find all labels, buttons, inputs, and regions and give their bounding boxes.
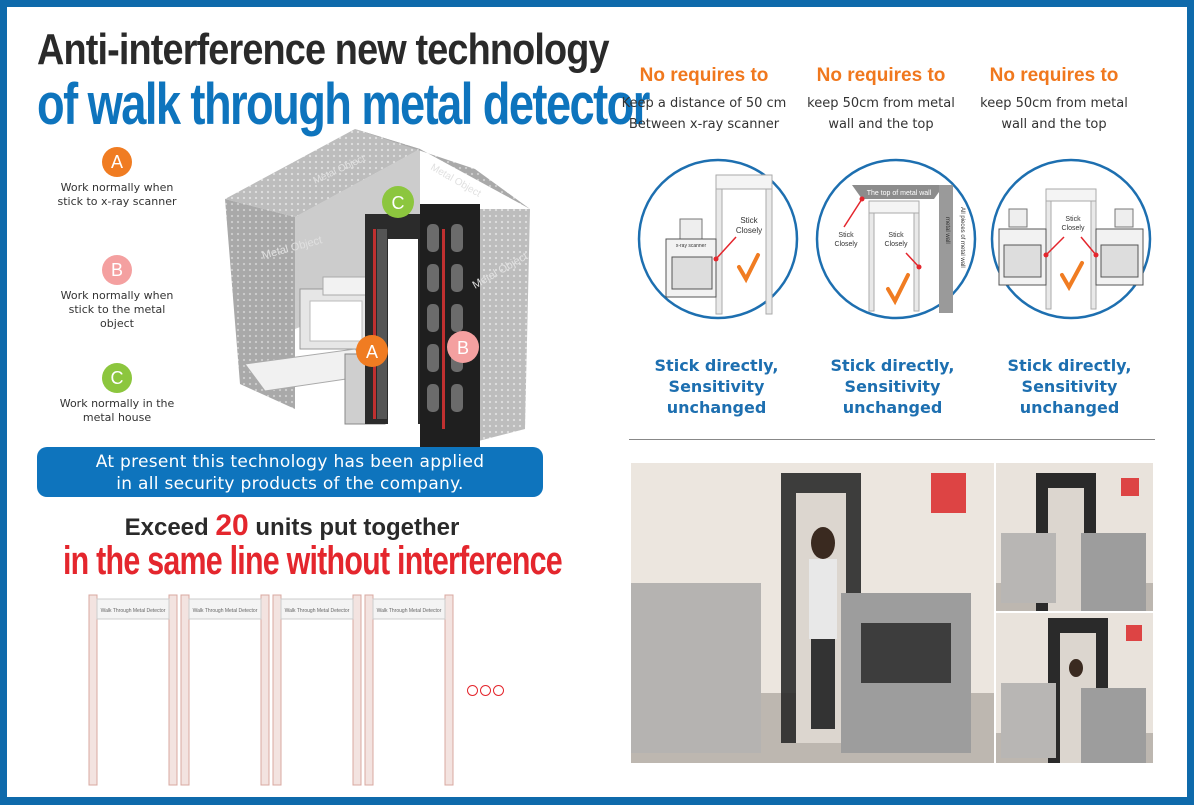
marker-c-label: C [392,193,405,213]
wall-left [225,199,295,409]
gates-row-illustration: Walk Through Metal Detector Walk Through… [88,594,454,786]
req-3-foot2: Sensitivity unchanged [1019,377,1120,417]
gate-2-label: Walk Through Metal Detector [193,608,258,614]
legend-b-circle: B [102,255,132,285]
req-1-line2: Between x-ray scanner [628,117,780,132]
legend-c-text: Work normally in the metal house [59,397,175,424]
divider [629,439,1155,440]
gate-3-label: Walk Through Metal Detector [285,608,350,614]
marker-b-label: B [457,338,469,358]
req-1-foot2: Sensitivity unchanged [666,377,767,417]
stick-label-2b: Stick [888,232,904,239]
legend-b-text: Work normally when stick to the metal ob… [60,289,174,330]
req-3-foot: Stick directly, Sensitivity unchanged [982,355,1157,418]
poster: Anti-interference new technology of walk… [7,7,1187,797]
req-1-text: Keep a distance of 50 cm Between x-ray s… [619,93,789,135]
req-1-head: No requires to [639,65,769,86]
req-3-line1: keep 50cm from metal [980,96,1128,111]
legend-c-circle: C [102,363,132,393]
dot-icon [493,685,504,696]
photo-main [631,463,994,763]
marker-a [356,335,388,367]
req-3-head: No requires to [989,65,1119,86]
closely-label-2b: Closely [885,241,908,248]
closely-label-2a: Closely [835,241,858,248]
check-icon [737,253,760,284]
legend-a-text: Work normally when stick to x-ray scanne… [57,181,177,208]
exceed-pre: Exceed [124,514,216,541]
legend-c: C Work normally in the metal house [52,363,182,425]
req-3-line2: wall and the top [1001,117,1107,132]
gate-1-label: Walk Through Metal Detector [101,608,166,614]
req-1-foot: Stick directly, Sensitivity unchanged [629,355,804,418]
closely-label-3: Closely [1062,225,1085,232]
stick-label: Stick [740,216,758,225]
exceed-line2: in the same line without interference [63,539,563,583]
stick-label-2a: Stick [838,232,854,239]
gate-4-label: Walk Through Metal Detector [377,608,442,614]
req-2-foot2: Sensitivity unchanged [842,377,943,417]
closely-label: Closely [736,226,762,235]
gate-2: Walk Through Metal Detector [180,594,270,786]
diagram-wall-stick: The top of metal wall metal wall All pie… [815,158,977,320]
photo-bottom-right [996,613,1153,763]
title-line2: of walk through metal detector [37,72,650,137]
legend-a-circle: A [102,147,132,177]
metal-wall-label: metal wall [944,217,950,244]
req-2-line1: keep 50cm from metal [807,96,955,111]
check-icon [1060,261,1084,292]
metal-house-illustration: Metal Object Metal Object Metal Object M… [225,129,530,447]
marker-b [447,331,479,363]
marker-a-label: A [366,342,378,362]
roof-left [225,129,420,217]
stick-label-3: Stick [1065,216,1081,223]
info-banner: At present this technology has been appl… [37,447,543,497]
dot-icon [480,685,491,696]
req-2-foot: Stick directly, Sensitivity unchanged [805,355,980,418]
diagram-double-xray: Stick Closely [990,158,1152,320]
gate-1: Walk Through Metal Detector [88,594,178,786]
req-2-text: keep 50cm from metal wall and the top [796,93,966,135]
req-3-text: keep 50cm from metal wall and the top [969,93,1139,135]
top-wall-label: The top of metal wall [867,190,932,197]
req-1-line1: Keep a distance of 50 cm [621,96,787,111]
req-1-foot1: Stick directly, [654,356,779,375]
diagram-xray-stick: x-ray scanner Stick Closely [637,158,799,320]
photo-top-right [996,463,1153,611]
legend-b: B Work normally when stick to the metal … [52,255,182,331]
req-2-line2: wall and the top [828,117,934,132]
exceed-post: units put together [248,514,460,541]
exceed-number: 20 [215,509,249,542]
gate-4: Walk Through Metal Detector [364,594,454,786]
req-3-foot1: Stick directly, [1007,356,1132,375]
req-2-foot1: Stick directly, [830,356,955,375]
banner-line1: At present this technology has been appl… [95,452,485,472]
gate-3: Walk Through Metal Detector [272,594,362,786]
title-line1: Anti-interference new technology [37,25,610,74]
legend-a: A Work normally when stick to x-ray scan… [52,147,182,209]
req-2-head: No requires to [816,65,946,86]
ellipsis-dots [467,683,506,701]
dot-icon [467,685,478,696]
exceed-line1: Exceed 20 units put together [77,509,507,543]
banner-line2: in all security products of the company. [116,474,464,494]
xray-label: x-ray scanner [676,243,707,249]
all-wall-label: All pieces of metal wall [959,207,965,268]
marker-c [382,186,414,218]
check-icon [886,273,910,306]
